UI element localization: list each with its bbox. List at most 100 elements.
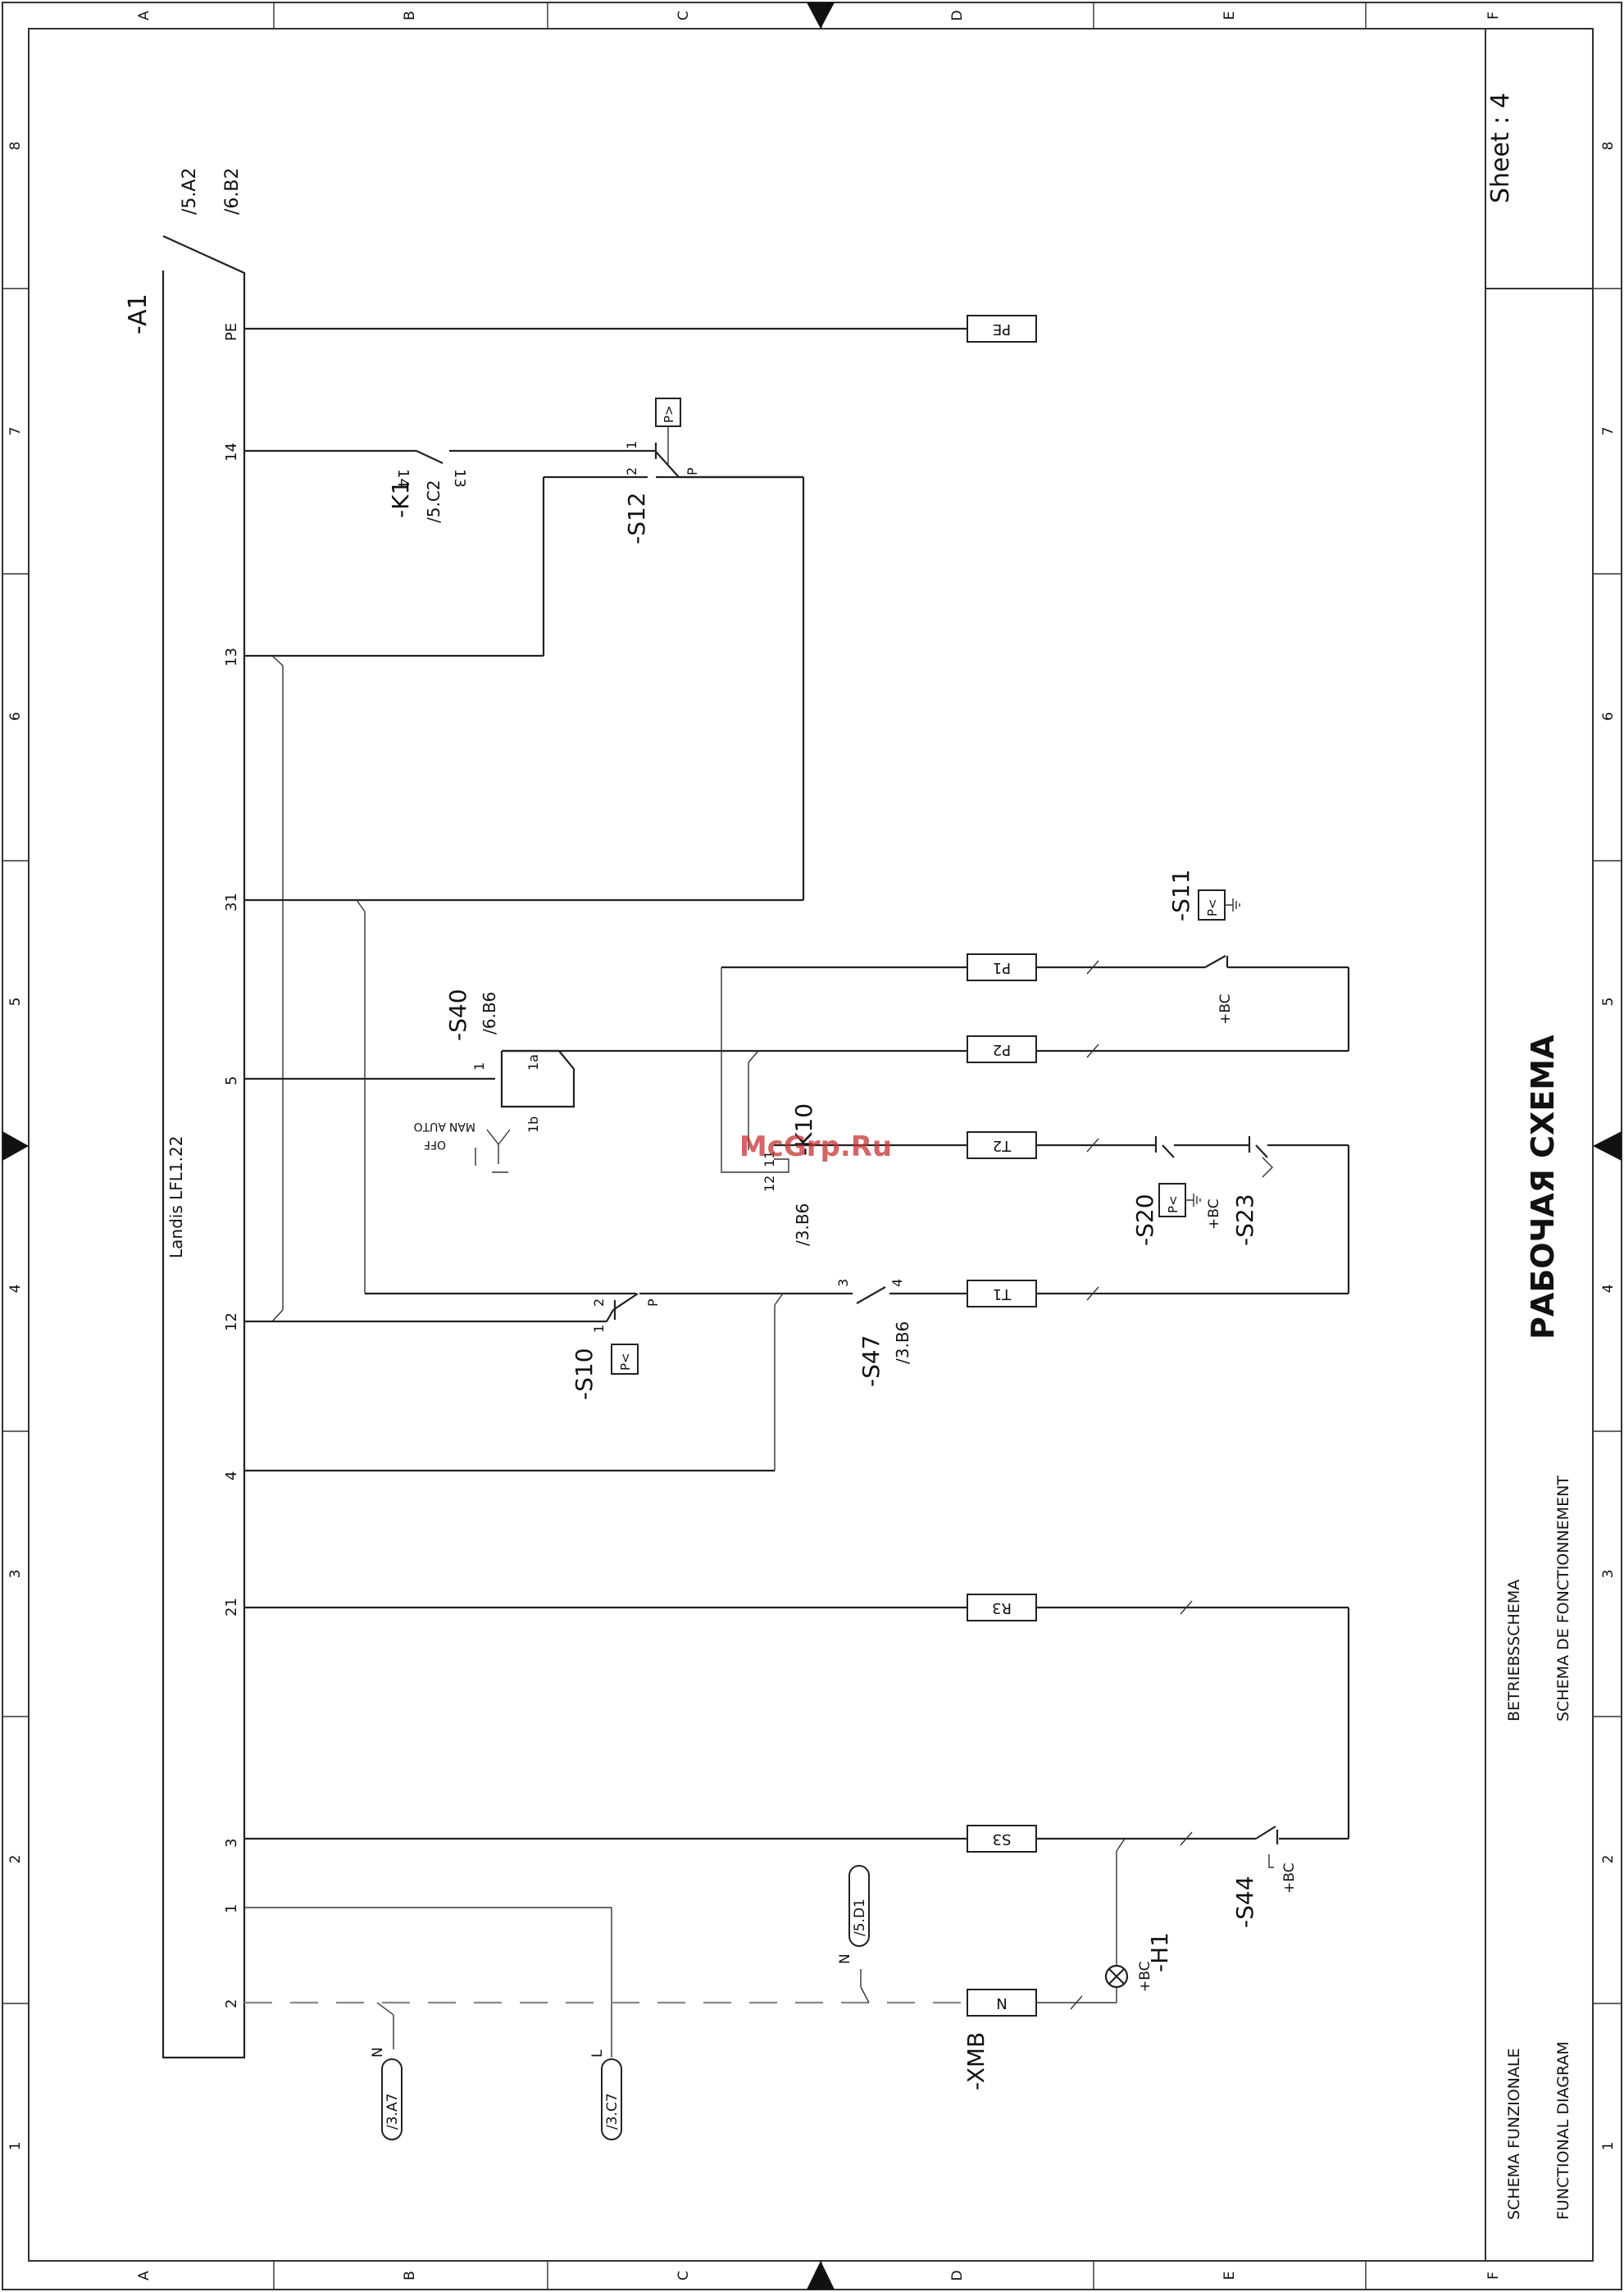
title-block: Sheet : 4 РАБОЧАЯ СХЕМА BETRIEBSSCHEMA S… (1485, 29, 1593, 2261)
h1-tag: -H1 (1146, 1932, 1173, 1972)
s40-mode-auto: AUTO (414, 1120, 446, 1133)
zone-row-1-right: 1 (1600, 2142, 1617, 2151)
s12-pin-2: 2 (624, 467, 639, 475)
zone-row-3-left: 3 (7, 1570, 24, 1579)
s10-sensor-symbol: P< (618, 1353, 633, 1371)
xmb-terminal-pe: PE (993, 321, 1011, 338)
zone-col-d-top: D (949, 10, 966, 20)
xref-l-left-ref: /3.C7 (604, 2093, 621, 2130)
k1-pin-13: 13 (451, 469, 468, 488)
s10-pin-1: 1 (591, 1325, 607, 1333)
zone-row-6-right: 6 (1600, 712, 1617, 721)
controller-a1: -A1 /5.A2 /6.B2 Landis LFL1.22 PE 14 13 … (124, 168, 246, 2059)
s10-pin-2: 2 (591, 1298, 607, 1307)
s11-tag: -S11 (1167, 869, 1194, 921)
s20-sensor-symbol: P< (1166, 1195, 1180, 1213)
xref-n-top-ref: /5.D1 (852, 1899, 868, 1936)
terminal-4: 4 (223, 1471, 240, 1480)
k10-ref: /3.B6 (793, 1203, 812, 1246)
zone-row-4-right: 4 (1600, 1285, 1617, 1294)
s44-location: +BC (1281, 1863, 1298, 1894)
s40-pin-1: 1 (471, 1062, 487, 1071)
k1-ref: /5.C2 (424, 480, 444, 523)
zone-col-c-bottom: C (676, 2271, 692, 2281)
s47-pin-4: 4 (889, 1279, 905, 1287)
terminal-1: 1 (223, 1904, 240, 1913)
zone-row-2-left: 2 (7, 1855, 24, 1864)
zone-col-e-top: E (1221, 11, 1238, 20)
h1-location: +BC (1137, 1962, 1153, 1992)
xmb-terminal-t2: T2 (993, 1137, 1012, 1154)
zone-col-f-bottom: F (1485, 2272, 1502, 2280)
xref-n-left-label: N (370, 2047, 386, 2058)
title-ru: РАБОЧАЯ СХЕМА (1525, 1035, 1561, 1339)
xmb-terminal-n: N (996, 1994, 1007, 2012)
s10-tag: -S10 (571, 1348, 598, 1400)
pressure-switch-s20: -S20 P< +BC (1131, 1183, 1222, 1246)
zone-row-8-left: 8 (7, 142, 24, 151)
terminal-12: 12 (223, 1312, 240, 1331)
xref-n-left-ref: /3.A7 (384, 2094, 401, 2130)
zone-row-1-left: 1 (7, 2142, 24, 2151)
k10-pin-11: 11 (762, 1151, 777, 1167)
s11-location: +BC (1217, 994, 1234, 1025)
zone-col-a-bottom: A (136, 2271, 152, 2281)
xmb-terminal-s3: S3 (993, 1830, 1012, 1848)
s12-sensor-symbol: P> (662, 405, 676, 423)
s47-ref: /3.B6 (893, 1321, 912, 1364)
zone-col-d-bottom: D (949, 2270, 966, 2281)
terminal-21: 21 (223, 1598, 240, 1617)
s20-tag: -S20 (1131, 1194, 1158, 1246)
zone-row-7-right: 7 (1600, 427, 1617, 436)
s10-pin-p: P (645, 1298, 661, 1307)
zone-col-f-top: F (1485, 11, 1502, 20)
s40-tag: -S40 (444, 989, 471, 1041)
s40-pin-1a: 1a (525, 1054, 541, 1071)
s44-tag: -S44 (1231, 1876, 1258, 1928)
zone-row-2-right: 2 (1600, 1855, 1617, 1864)
k10-pin-12: 12 (762, 1176, 777, 1192)
zone-row-3-right: 3 (1600, 1570, 1617, 1579)
terminal-3: 3 (223, 1839, 240, 1848)
sheet-label: Sheet : 4 (1486, 93, 1515, 203)
selector-switch-s40: -S40 /6.B6 1 1a 1b AUTO OFF MAN (414, 989, 541, 1173)
terminal-14: 14 (223, 443, 240, 462)
controller-tag: -A1 (124, 293, 152, 334)
xref-l-left-label: L (589, 2049, 606, 2058)
cross-reference-l-left: /3.C7 L (589, 2049, 622, 2140)
title-de: BETRIEBSSCHEMA (1505, 1580, 1523, 1721)
xmb-terminal-p1: P1 (993, 959, 1011, 976)
s40-mode-off: OFF (424, 1138, 446, 1151)
title-fr: SCHEMA DE FONCTIONNEMENT (1554, 1476, 1572, 1721)
controller-ref-1: /5.A2 (180, 168, 200, 215)
terminal-2: 2 (223, 1999, 240, 2008)
pressure-switch-s12: -S12 1 2 P P> (623, 398, 700, 544)
pressure-switch-s10: -S10 1 2 P P< (571, 1298, 661, 1400)
watermark: McGrp.Ru (739, 1130, 892, 1163)
zone-row-6-left: 6 (7, 712, 24, 721)
zone-row-labels: 1 2 3 4 5 6 7 8 1 2 3 4 5 6 7 8 (7, 142, 1617, 2151)
pressure-switch-s11: -S11 P< +BC (1167, 869, 1240, 1025)
xref-n-top-label: N (837, 1953, 853, 1964)
s40-ref: /6.B6 (480, 992, 499, 1035)
zone-row-5-left: 5 (7, 998, 24, 1007)
switch-s44: -S44 +BC (1231, 1854, 1298, 1928)
xmb-tag: -XMB (962, 2032, 989, 2090)
terminal-31: 31 (223, 893, 240, 912)
title-en: FUNCTIONAL DIAGRAM (1554, 2041, 1572, 2220)
zone-row-5-right: 5 (1600, 998, 1617, 1007)
s40-mode-man: MAN (449, 1120, 475, 1133)
s47-tag: -S47 (857, 1335, 885, 1387)
signal-lamp-h1: -H1 +BC (1137, 1932, 1173, 1992)
switch-s47: -S47 /3.B6 3 4 (835, 1279, 912, 1387)
xmb-terminal-p2: P2 (993, 1041, 1011, 1058)
zone-col-a-top: A (136, 11, 152, 20)
s47-pin-3: 3 (835, 1279, 851, 1287)
s20-location: +BC (1206, 1199, 1222, 1230)
zone-col-c-top: C (676, 11, 692, 20)
title-it: SCHEMA FUNZIONALE (1505, 2049, 1523, 2220)
k1-pin-14: 14 (394, 469, 412, 488)
controller-model: Landis LFL1.22 (166, 1136, 186, 1258)
s40-pin-1b: 1b (525, 1116, 541, 1133)
